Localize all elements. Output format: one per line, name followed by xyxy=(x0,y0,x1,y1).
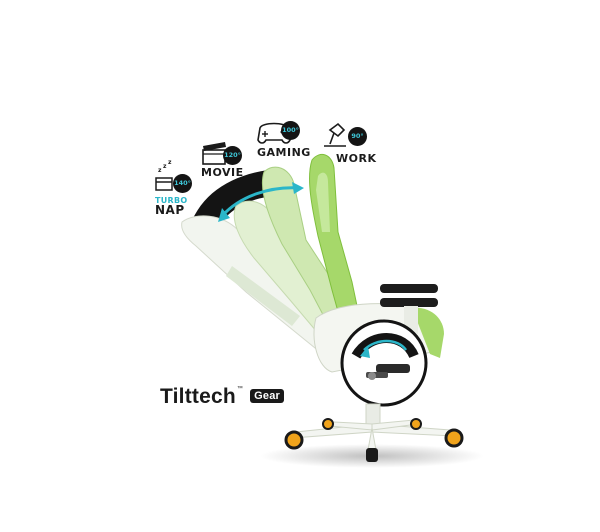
brand-logo: Tilttech™ Gear xyxy=(160,385,285,409)
tilt-lever-icon xyxy=(366,364,410,380)
desk-lamp-icon xyxy=(324,122,346,147)
chair-base xyxy=(260,403,484,468)
svg-text:z: z xyxy=(158,167,162,174)
brand-trademark: ™ xyxy=(236,386,244,392)
angle-badge-90: 90° xyxy=(348,127,367,146)
mode-turbo-sublabel: TURBO xyxy=(155,196,188,205)
svg-text:z: z xyxy=(163,163,167,170)
angle-badge-140: 140° xyxy=(173,174,192,193)
brand-name: Tilttech xyxy=(160,385,236,408)
mode-gaming-label: GAMING xyxy=(257,146,311,159)
brand-tag: Gear xyxy=(250,389,285,404)
angle-badge-120: 120° xyxy=(223,146,242,165)
mode-work-label: WORK xyxy=(336,152,377,165)
chair-casters xyxy=(284,418,464,462)
mode-nap-label: NAP xyxy=(155,203,185,217)
sleep-icon: z z z xyxy=(155,159,173,191)
angle-badge-100: 100° xyxy=(281,121,300,140)
backrest-90-layer xyxy=(309,153,361,327)
tilt-mechanism-callout xyxy=(340,319,428,407)
mode-turbo-nap: TURBO NAP xyxy=(155,196,188,216)
mode-movie-label: MOVIE xyxy=(201,166,244,179)
svg-text:z: z xyxy=(168,159,172,166)
double-arrow-icon xyxy=(218,182,304,222)
